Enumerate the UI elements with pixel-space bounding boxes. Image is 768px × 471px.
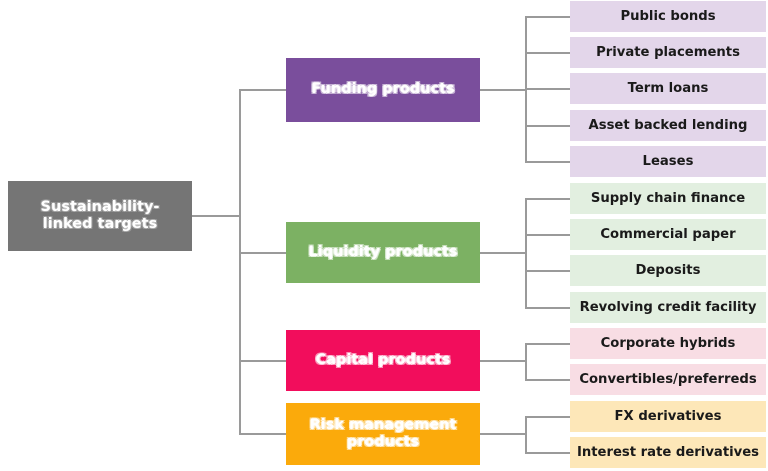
connector-liquidity-child-2 [525,234,571,236]
connector-trunk-to-capital [239,360,287,362]
connector-funding-stem [480,89,526,91]
leaf-node-revolving-credit-facility[interactable]: Revolving credit facility [570,292,766,323]
connector-capital-child-1 [525,343,571,345]
category-node-funding-products[interactable]: Funding products [286,58,480,122]
connector-liquidity-child-4 [525,307,571,309]
connector-root-to-trunk [192,215,241,217]
leaf-node-private-placements[interactable]: Private placements [570,37,766,68]
category-node-liquidity-products[interactable]: Liquidity products [286,222,480,283]
leaf-node-deposits[interactable]: Deposits [570,255,766,286]
connector-trunk-to-risk [239,433,287,435]
connector-funding-child-4 [525,125,571,127]
leaf-node-asset-backed-lending[interactable]: Asset backed lending [570,110,766,141]
connector-funding-child-3 [525,88,571,90]
leaf-node-commercial-paper[interactable]: Commercial paper [570,219,766,250]
connector-funding-child-5 [525,161,571,163]
leaf-node-interest-rate-derivatives[interactable]: Interest rate derivatives [570,437,766,468]
connector-capital-stem [480,360,526,362]
connector-capital-trunk [525,343,527,381]
connector-liquidity-stem [480,252,526,254]
connector-liquidity-trunk [525,198,527,308]
connector-risk-trunk [525,416,527,454]
connector-risk-child-2 [525,452,571,454]
connector-trunk-to-funding [239,89,287,91]
leaf-node-corporate-hybrids[interactable]: Corporate hybrids [570,328,766,359]
category-node-risk-management-products[interactable]: Risk management products [286,403,480,465]
connector-funding-child-1 [525,16,571,18]
connector-liquidity-child-3 [525,270,571,272]
category-node-capital-products[interactable]: Capital products [286,330,480,391]
connector-liquidity-child-1 [525,198,571,200]
connector-trunk-to-liquidity [239,252,287,254]
leaf-node-fx-derivatives[interactable]: FX derivatives [570,401,766,432]
connector-funding-child-2 [525,52,571,54]
connector-main-trunk [239,90,241,434]
connector-risk-stem [480,433,526,435]
leaf-node-term-loans[interactable]: Term loans [570,73,766,104]
leaf-node-convertibles-preferreds[interactable]: Convertibles/preferreds [570,364,766,395]
connector-risk-child-1 [525,416,571,418]
leaf-node-supply-chain-finance[interactable]: Supply chain finance [570,183,766,214]
leaf-node-leases[interactable]: Leases [570,146,766,177]
root-node-sustainability-linked-targets[interactable]: Sustainability-linked targets [8,181,192,251]
connector-capital-child-2 [525,379,571,381]
leaf-node-public-bonds[interactable]: Public bonds [570,1,766,32]
